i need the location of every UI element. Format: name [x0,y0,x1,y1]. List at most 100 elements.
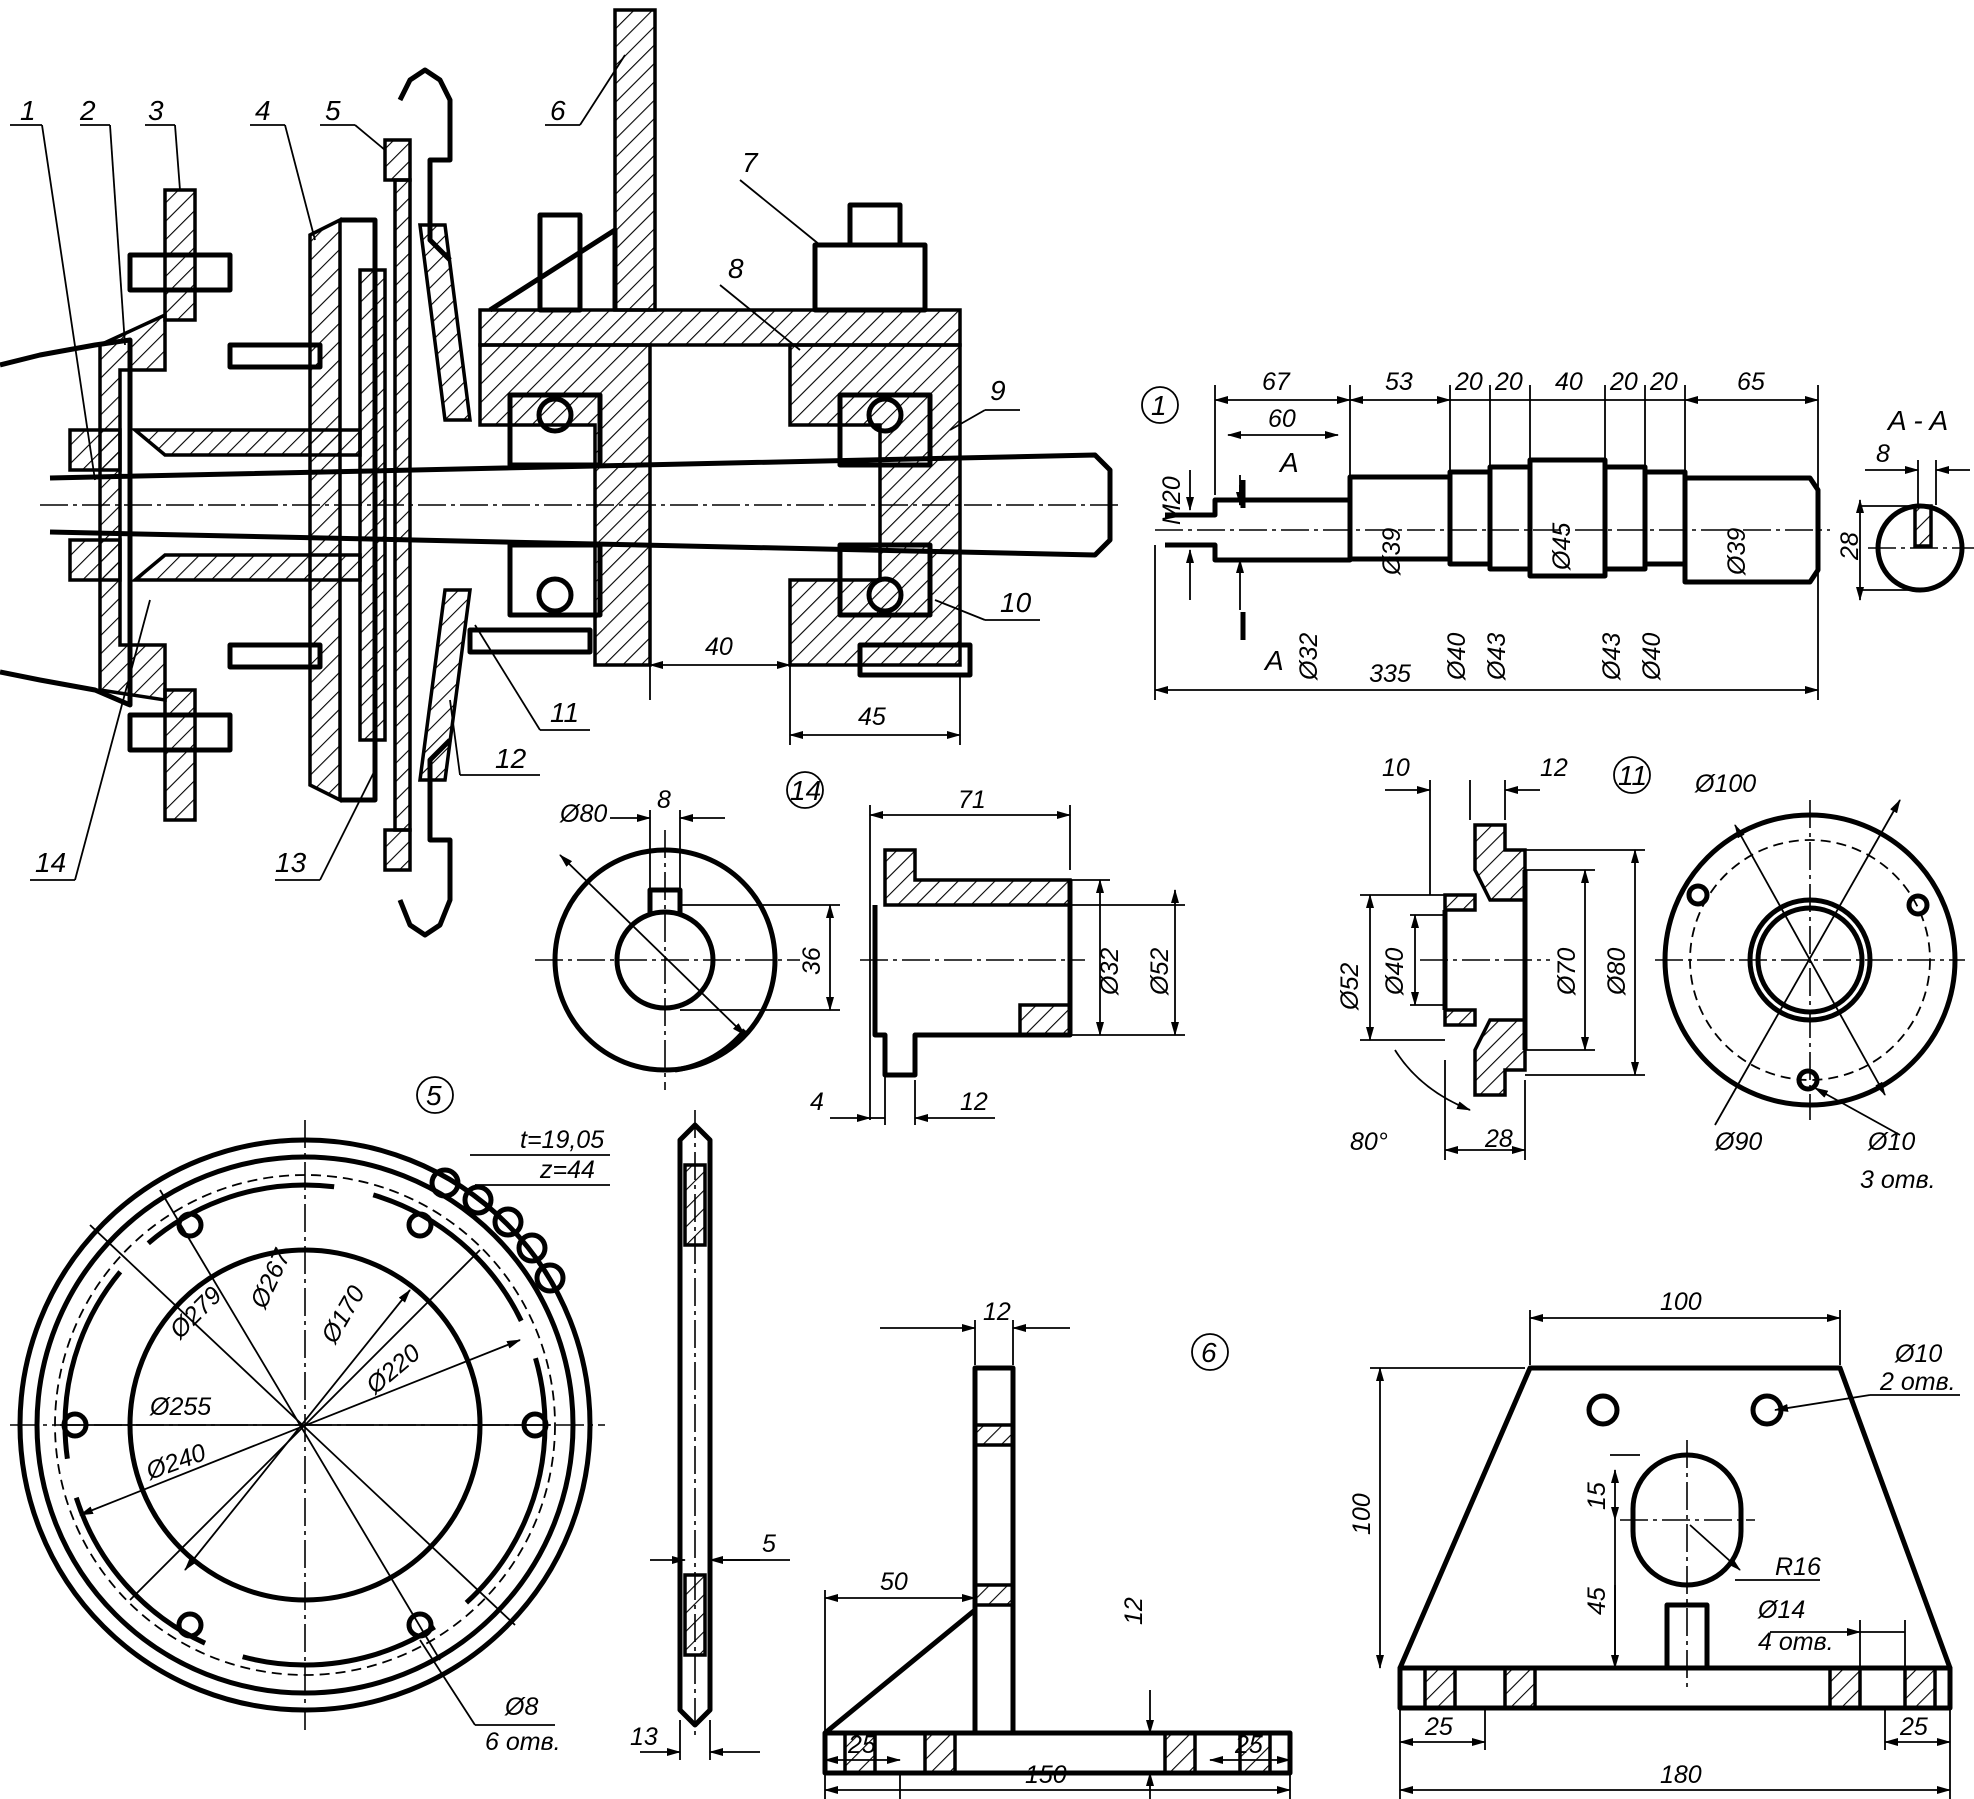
part-6-dim-100h: 100 [1348,1493,1376,1535]
part-11-holes: 3 отв. [1860,1166,1936,1194]
part-label-2: 2 [79,95,96,126]
part-5-dim-pitch: t=19,05 [520,1126,604,1154]
part-6-dim-25c: 25 [1424,1713,1453,1741]
part-14-number: 14 [790,775,821,806]
part-label-4: 4 [255,95,271,126]
part-1-dim-67: 67 [1262,368,1291,396]
part-6-dim-50: 50 [880,1568,908,1596]
part-5-dim-dia255: Ø255 [149,1393,211,1421]
part-label-3: 3 [148,95,164,126]
part-6-holes2: 2 отв. [1879,1368,1956,1396]
part-11-dim-dia52: Ø52 [1336,963,1364,1011]
part-1-number: 1 [1151,390,1167,421]
assembly-section-view: 1 2 3 4 5 6 7 8 9 10 11 12 13 14 40 45 [0,8,1120,938]
part-5-dim-13: 13 [630,1723,658,1751]
part-11-dim-dia10: Ø10 [1867,1128,1915,1156]
part-6-dim-r16: R16 [1775,1553,1821,1581]
part-14-bushing-drawing: 14 Ø80 8 36 [535,771,1185,1125]
part-11-dim-angle: 80° [1350,1128,1388,1156]
part-1-dim-dia39a: Ø39 [1378,528,1406,576]
part-6-dim-25a: 25 [847,1731,876,1759]
part-1-dim-20a: 20 [1454,368,1483,396]
part-11-flange-drawing: 11 1 [1336,754,1965,1194]
part-11-dim-28: 28 [1484,1125,1513,1153]
part-1-dim-60: 60 [1268,405,1296,433]
part-11-dim-dia40: Ø40 [1381,948,1409,996]
part-label-8: 8 [728,253,744,284]
part-1-dim-20b: 20 [1494,368,1523,396]
part-6-bracket-drawing: 6 12 50 12 25 25 150 [822,1288,1960,1799]
part-6-dim-25d: 25 [1899,1713,1928,1741]
part-11-dim-dia100: Ø100 [1694,770,1756,798]
part-11-number: 11 [1618,760,1647,791]
part-14-dim-dia80: Ø80 [559,800,607,828]
part-1-shaft-drawing: 1 [1141,368,1974,700]
part-6-dim-180: 180 [1660,1761,1702,1789]
part-14-dim-4: 4 [810,1088,824,1116]
part-6-dim-12a: 12 [983,1298,1011,1326]
part-1-dim-dia40b: Ø40 [1638,633,1666,681]
part-5-holes: 6 отв. [485,1728,561,1756]
part-6-dim-150: 150 [1025,1761,1067,1789]
part-label-9: 9 [990,375,1006,406]
part-label-12: 12 [495,743,527,774]
part-11-dim-dia70: Ø70 [1553,948,1581,996]
part-1-dim-key8: 8 [1876,440,1890,468]
part-11-dim-dia80: Ø80 [1603,948,1631,996]
part-label-1: 1 [20,95,36,126]
part-6-dim-100w: 100 [1660,1288,1702,1316]
part-1-dim-dia40a: Ø40 [1443,633,1471,681]
part-6-number: 6 [1201,1337,1217,1368]
part-6-holes4: 4 отв. [1758,1628,1834,1656]
part-14-dim-dia32: Ø32 [1096,948,1124,996]
part-11-dim-12: 12 [1540,754,1568,782]
part-1-dim-dia43b: Ø43 [1598,633,1626,681]
part-5-dim-dia267: Ø267 [245,1244,297,1313]
part-6-dim-dia10: Ø10 [1894,1340,1942,1368]
part-1-section-mark-top: A [1278,447,1299,478]
part-6-dim-12b: 12 [1120,1597,1148,1625]
part-label-6: 6 [550,95,566,126]
part-label-14: 14 [35,847,66,878]
part-6-dim-dia14: Ø14 [1757,1596,1805,1624]
part-1-dim-335: 335 [1369,660,1411,688]
part-6-dim-15: 15 [1583,1482,1611,1510]
part-1-dim-65: 65 [1737,368,1765,396]
part-5-dim-5: 5 [762,1530,776,1558]
part-1-dim-28: 28 [1836,532,1864,561]
part-1-section-mark-bottom: A [1263,645,1284,676]
part-11-dim-10: 10 [1382,754,1410,782]
part-1-dim-53: 53 [1385,368,1413,396]
dim-hub-width: 45 [858,703,886,731]
part-1-dim-20d: 20 [1649,368,1678,396]
part-1-dim-20c: 20 [1609,368,1638,396]
part-14-dim-36: 36 [798,947,826,975]
part-11-dim-dia90: Ø90 [1714,1128,1762,1156]
part-6-dim-45: 45 [1583,1587,1611,1615]
part-1-dim-dia39b: Ø39 [1723,528,1751,576]
part-label-13: 13 [275,847,307,878]
part-14-dim-71: 71 [958,786,986,814]
part-1-dim-dia45: Ø45 [1548,523,1576,571]
part-label-10: 10 [1000,587,1032,618]
part-5-dim-teeth: z=44 [539,1156,595,1184]
part-14-dim-12: 12 [960,1088,988,1116]
dim-gap: 40 [705,633,733,661]
part-14-dim-dia52: Ø52 [1146,948,1174,996]
part-5-number: 5 [426,1080,442,1111]
part-5-dim-dia8: Ø8 [504,1693,538,1721]
part-label-11: 11 [550,697,579,728]
part-label-5: 5 [325,95,341,126]
part-14-dim-key8: 8 [657,786,671,814]
part-1-dim-dia43a: Ø43 [1483,633,1511,681]
part-5-dim-dia170: Ø170 [315,1281,370,1349]
part-1-dim-40: 40 [1555,368,1583,396]
part-label-7: 7 [742,147,759,178]
part-5-sprocket-drawing: 5 t=19,05 z=44 Ø279 Ø2 [10,1076,790,1760]
part-1-dim-thread: M20 [1158,476,1186,525]
part-1-section-title: A - A [1886,405,1948,436]
part-6-dim-25b: 25 [1234,1731,1263,1759]
part-5-dim-dia240: Ø240 [142,1438,210,1486]
part-1-dim-dia32: Ø32 [1295,633,1323,681]
